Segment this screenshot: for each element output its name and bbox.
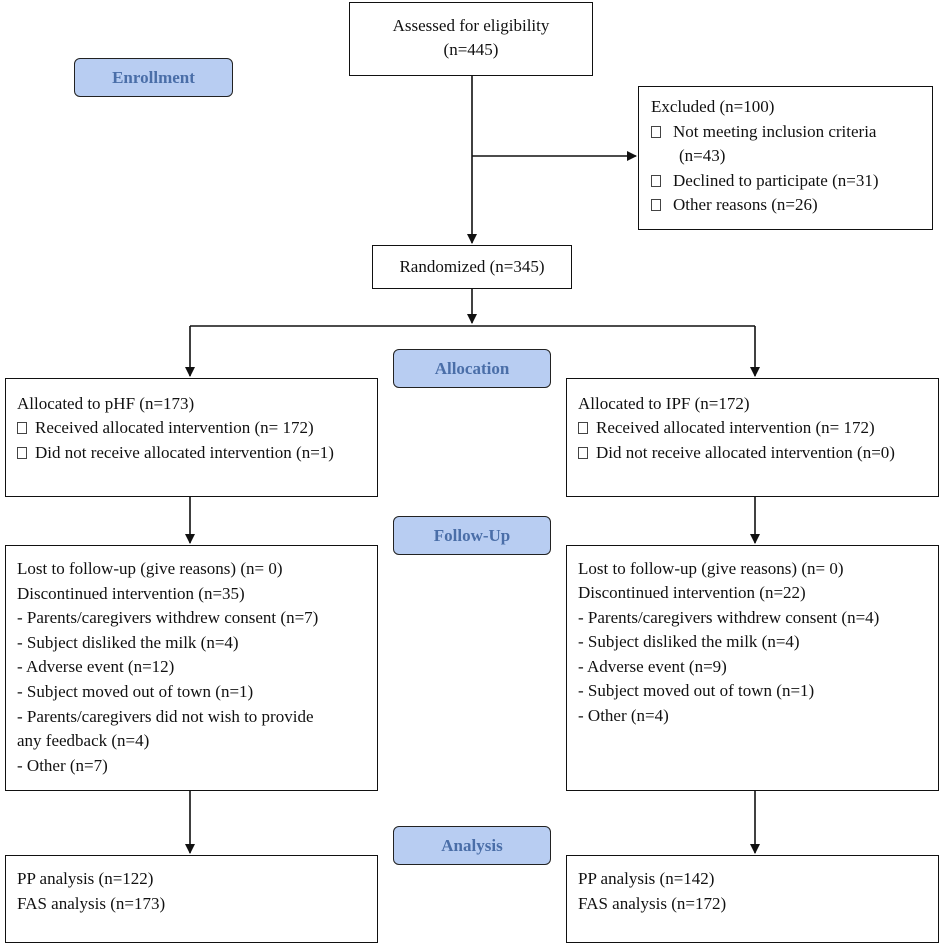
allocated-right-item-text: Received allocated intervention (n= 172) [596, 418, 875, 437]
bullet-icon [578, 422, 588, 434]
excluded-item: Declined to participate (n=31) [651, 169, 878, 194]
followup-left-line: - Subject moved out of town (n=1) [17, 682, 254, 701]
analysis-right-line: PP analysis (n=142) [578, 869, 715, 888]
followup-left-box: Lost to follow-up (give reasons) (n= 0) … [5, 545, 378, 791]
stage-label-text: Follow-Up [433, 526, 511, 545]
stage-label-text: Allocation [434, 359, 510, 378]
excluded-box: Excluded (n=100) Not meeting inclusion c… [638, 86, 933, 230]
excluded-title: Excluded (n=100) [651, 97, 775, 116]
followup-right-line: Lost to follow-up (give reasons) (n= 0) [578, 559, 844, 578]
followup-left-line: Discontinued intervention (n=35) [17, 584, 245, 603]
followup-left-line: - Other (n=7) [17, 756, 108, 775]
bullet-icon [578, 447, 588, 459]
excluded-item-text: Other reasons (n=26) [673, 195, 818, 214]
stage-label-followup: Follow-Up [393, 516, 551, 555]
assessed-box: Assessed for eligibility (n=445) [349, 2, 593, 76]
followup-left-line: - Adverse event (n=12) [17, 657, 175, 676]
bullet-icon [17, 447, 27, 459]
followup-left-line: - Parents/caregivers withdrew consent (n… [17, 608, 319, 627]
assessed-line1: Assessed for eligibility [392, 16, 550, 35]
followup-left-line: any feedback (n=4) [17, 731, 150, 750]
analysis-right-line: FAS analysis (n=172) [578, 894, 727, 913]
excluded-item-continuation: (n=43) [679, 146, 726, 165]
analysis-right-box: PP analysis (n=142) FAS analysis (n=172) [566, 855, 939, 943]
bullet-icon [651, 199, 661, 211]
allocated-left-box: Allocated to pHF (n=173) Received alloca… [5, 378, 378, 497]
stage-label-allocation: Allocation [393, 349, 551, 388]
stage-label-text: Analysis [441, 836, 503, 855]
stage-label-text: Enrollment [112, 68, 195, 87]
excluded-item: Other reasons (n=26) [651, 193, 818, 218]
followup-right-line: - Subject disliked the milk (n=4) [578, 632, 800, 651]
assessed-line2: (n=445) [443, 40, 499, 59]
allocated-right-item: Did not receive allocated intervention (… [578, 441, 895, 466]
stage-label-analysis: Analysis [393, 826, 551, 865]
allocated-left-item: Did not receive allocated intervention (… [17, 441, 334, 466]
allocated-right-item-text: Did not receive allocated intervention (… [596, 443, 895, 462]
analysis-left-line: FAS analysis (n=173) [17, 894, 166, 913]
allocated-left-title: Allocated to pHF (n=173) [17, 394, 195, 413]
followup-left-line: - Subject disliked the milk (n=4) [17, 633, 239, 652]
allocated-right-box: Allocated to IPF (n=172) Received alloca… [566, 378, 939, 497]
followup-left-line: Lost to follow-up (give reasons) (n= 0) [17, 559, 283, 578]
allocated-right-title: Allocated to IPF (n=172) [578, 394, 750, 413]
allocated-left-item-text: Did not receive allocated intervention (… [35, 443, 334, 462]
randomized-box: Randomized (n=345) [372, 245, 572, 289]
allocated-right-item: Received allocated intervention (n= 172) [578, 416, 875, 441]
stage-label-enrollment: Enrollment [74, 58, 233, 97]
followup-right-line: - Adverse event (n=9) [578, 657, 727, 676]
allocated-left-item-text: Received allocated intervention (n= 172) [35, 418, 314, 437]
excluded-item: Not meeting inclusion criteria [651, 120, 876, 145]
bullet-icon [651, 126, 661, 138]
allocated-left-item: Received allocated intervention (n= 172) [17, 416, 314, 441]
followup-right-line: - Parents/caregivers withdrew consent (n… [578, 608, 880, 627]
bullet-icon [651, 175, 661, 187]
bullet-icon [17, 422, 27, 434]
excluded-item-text: Not meeting inclusion criteria [673, 122, 877, 141]
analysis-left-box: PP analysis (n=122) FAS analysis (n=173) [5, 855, 378, 943]
followup-right-line: - Other (n=4) [578, 706, 669, 725]
followup-right-line: Discontinued intervention (n=22) [578, 583, 806, 602]
followup-left-line: - Parents/caregivers did not wish to pro… [17, 707, 314, 726]
excluded-item-text: Declined to participate (n=31) [673, 171, 879, 190]
followup-right-box: Lost to follow-up (give reasons) (n= 0) … [566, 545, 939, 791]
followup-right-line: - Subject moved out of town (n=1) [578, 681, 815, 700]
analysis-left-line: PP analysis (n=122) [17, 869, 154, 888]
randomized-text: Randomized (n=345) [399, 257, 545, 276]
